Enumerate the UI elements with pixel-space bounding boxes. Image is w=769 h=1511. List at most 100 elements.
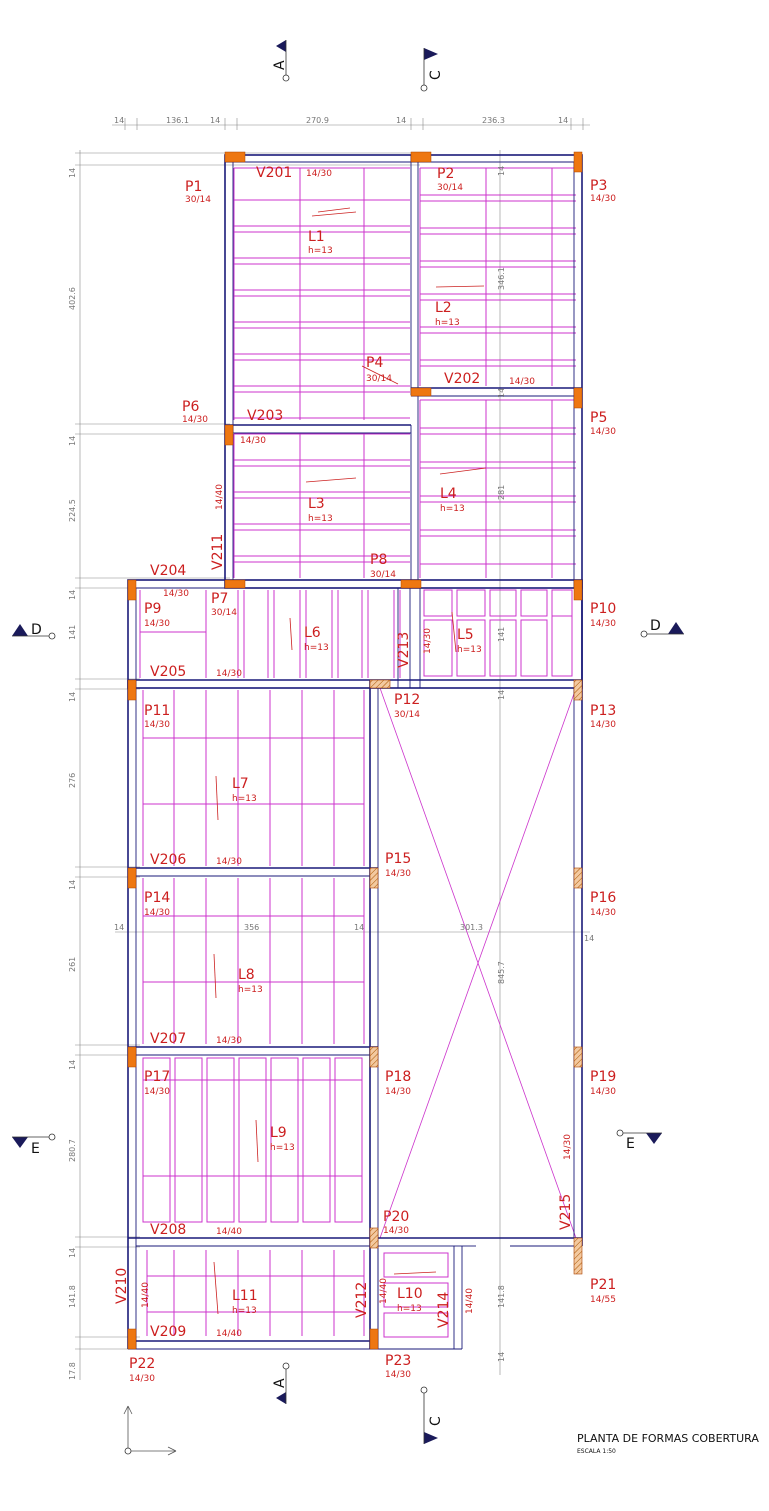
beam-v201-label: V201 [256,165,292,181]
pillar-p23-label: P23 [385,1353,411,1369]
pillar-p3-mark [573,151,583,173]
beam-v211-label: V211 [210,534,226,570]
pillar-p16-mark [573,867,583,889]
pillar-p21-mark [573,1237,583,1275]
slab-l10-h: h=13 [397,1304,422,1314]
pillar-p19-label: P19 [590,1069,616,1085]
slab-l11-h: h=13 [232,1306,257,1316]
pillar-p18-dim: 14/30 [385,1087,411,1097]
dim-top-3: 270.9 [306,116,329,125]
pillar-p2-dim: 30/14 [437,183,463,193]
beam-v201-dim: 14/30 [306,169,332,179]
pillar-p13-dim: 14/30 [590,720,616,730]
dim-right-2: 14 [497,690,506,700]
dim-left-3: 224.5 [68,499,77,522]
beam-v212-dim: 14/40 [379,1278,389,1304]
pillar-p23-dim: 14/30 [385,1370,411,1380]
section-c-top-marker: C [420,48,444,92]
pillar-p11-mark [127,679,137,701]
beam-v213-dim: 14/30 [423,628,433,654]
beam-outlines [127,154,583,1350]
dim-mid-2: 14 [354,923,364,932]
pillar-p14-dim: 14/30 [144,908,170,918]
dim-right-3: 14 [497,1352,506,1362]
slab-l2-label: L2 [435,300,452,316]
pillar-p22-mark [127,1328,137,1350]
slab-l5-label: L5 [457,627,474,643]
flag-icon [646,1133,662,1144]
dim-left-0: 14 [68,168,77,178]
dim-left-13: 141.8 [68,1285,77,1308]
pillar-p8-dim: 30/14 [370,570,396,580]
pillar-p11-label: P11 [144,703,170,719]
beam-v214-label: V214 [436,1292,452,1328]
pillar-p7-dim: 30/14 [211,608,237,618]
section-d-right-marker: D [640,618,684,638]
slab-l6-label: L6 [304,625,321,641]
slab-ribs [139,167,577,1338]
beam-v205-dim: 14/30 [216,669,242,679]
slab-l9-label: L9 [270,1125,287,1141]
section-a-top-marker: A [272,40,290,82]
pillar-p17-dim: 14/30 [144,1087,170,1097]
dim-inner-3: 141.8 [497,1285,506,1308]
axis-indicator-icon [123,1405,177,1456]
beam-v206-label: V206 [150,852,186,868]
pillar-p13-mark [573,679,583,701]
beam-v203-dim: 14/30 [240,436,266,446]
pillar-p15-label: P15 [385,851,411,867]
slab-l9-h: h=13 [270,1143,295,1153]
beam-v210-label: V210 [114,1268,130,1304]
dim-left-2: 14 [68,436,77,446]
beam-v211-dim: 14/40 [215,484,225,510]
pillar-p22-label: P22 [129,1356,155,1372]
section-a-bottom-marker: A [272,1362,290,1404]
dim-top-2: 14 [210,116,220,125]
pillar-p9-label: P9 [144,601,161,617]
beam-v208-dim: 14/40 [216,1227,242,1237]
dimension-lines [75,118,590,1380]
beam-v208-label: V208 [150,1222,186,1238]
flag-icon [12,624,28,636]
dim-top-6: 14 [558,116,568,125]
flag-icon [424,48,438,60]
pillar-p1-mark [224,151,246,163]
slab-l1-h: h=13 [308,246,333,256]
slab-l7-h: h=13 [232,794,257,804]
pillar-p10-dim: 14/30 [590,619,616,629]
dim-mid-4: 14 [584,934,594,943]
section-a-bottom-label: A [272,1378,288,1388]
pillar-p7-label: P7 [211,591,228,607]
pillar-p9-dim: 14/30 [144,619,170,629]
beam-v204-label: V204 [150,563,186,579]
pillar-p15-mark [369,867,379,889]
section-c-top-label: C [428,70,444,80]
section-a-top-label: A [272,60,288,70]
pillar-p19-mark [573,1046,583,1068]
pillar-p20-dim: 14/30 [383,1226,409,1236]
dim-right-1: 14 [497,388,506,398]
pillar-p1-dim: 30/14 [185,195,211,205]
pillar-p14-mark [127,867,137,889]
section-e-right-marker: E [616,1129,662,1152]
beam-v213-label: V213 [396,632,412,668]
beam-v210-dim: 14/40 [141,1282,151,1308]
dim-inner-4: 845.7 [497,961,506,984]
section-e-left-label: E [31,1141,40,1157]
beam-v207-label: V207 [150,1031,186,1047]
slab-l2-h: h=13 [435,318,460,328]
dim-left-5: 141 [68,625,77,640]
flag-icon [276,40,286,52]
dim-top-0: 14 [114,116,124,125]
pillar-p13-label: P13 [590,703,616,719]
pillar-p9-mark [127,579,137,601]
beam-v207-dim: 14/30 [216,1036,242,1046]
pillar-p10-mark [573,579,583,601]
pillar-p17-label: P17 [144,1069,170,1085]
beam-v203-label: V203 [247,408,283,424]
dimension-labels: 14 136.1 14 270.9 14 236.3 14 14 402.6 1… [68,116,594,1380]
pillar-p17-mark [127,1046,137,1068]
section-e-right-label: E [626,1136,635,1152]
pillar-p8-mark [400,579,422,589]
